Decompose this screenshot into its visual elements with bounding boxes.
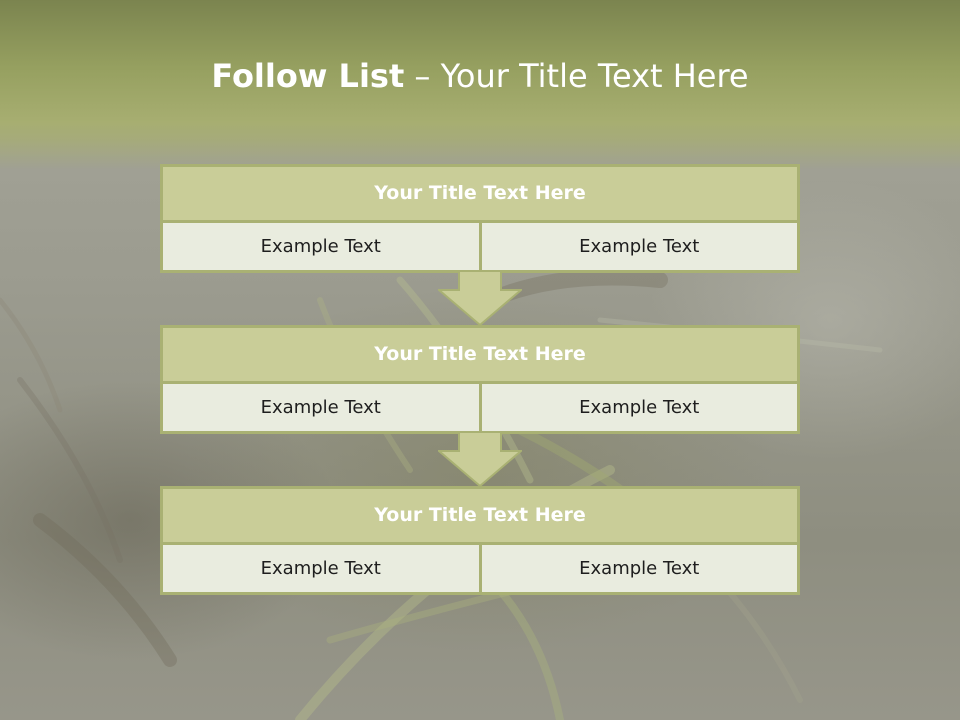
step-box-2: Your Title Text Here Example Text Exampl…: [160, 325, 800, 434]
step-title-3: Your Title Text Here: [163, 489, 797, 545]
step-3-left-text: Example Text: [163, 545, 479, 592]
title-rest: – Your Title Text Here: [404, 57, 749, 95]
step-box-1: Your Title Text Here Example Text Exampl…: [160, 164, 800, 273]
slide-title: Follow List – Your Title Text Here: [0, 54, 960, 98]
step-2-left-text: Example Text: [163, 384, 479, 431]
step-1-right-text: Example Text: [478, 223, 797, 270]
step-row-2: Example Text Example Text: [163, 384, 797, 431]
step-title-2: Your Title Text Here: [163, 328, 797, 384]
step-1-left-text: Example Text: [163, 223, 479, 270]
title-bold: Follow List: [211, 57, 405, 95]
step-row-1: Example Text Example Text: [163, 223, 797, 270]
step-box-3: Your Title Text Here Example Text Exampl…: [160, 486, 800, 595]
step-title-1: Your Title Text Here: [163, 167, 797, 223]
down-arrow-icon: [438, 270, 522, 326]
step-3-right-text: Example Text: [478, 545, 797, 592]
step-row-3: Example Text Example Text: [163, 545, 797, 592]
header-band: [0, 0, 960, 170]
down-arrow-icon: [438, 431, 522, 487]
step-2-right-text: Example Text: [478, 384, 797, 431]
